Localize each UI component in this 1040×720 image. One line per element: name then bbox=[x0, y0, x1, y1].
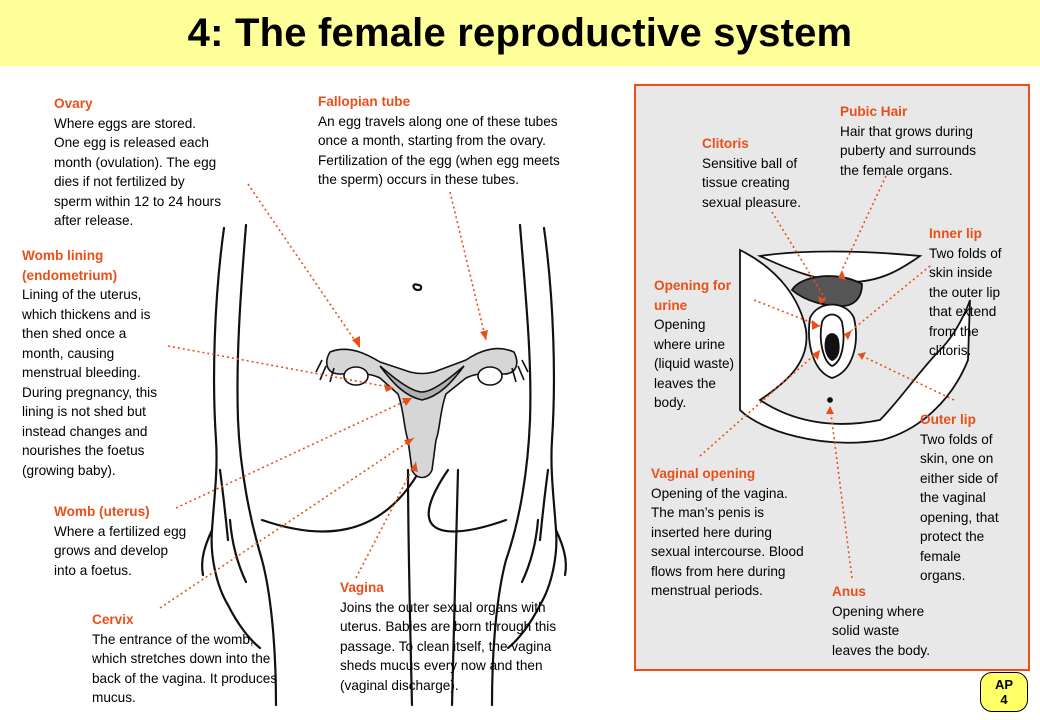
label-womb: Womb (uterus) Where a fertilized egg gro… bbox=[54, 502, 224, 580]
womb-heading: Womb (uterus) bbox=[54, 504, 150, 519]
vagina-description: Joins the outer sexual organs with uteru… bbox=[340, 599, 557, 693]
label-urine-opening: Opening for urine Opening where urine (l… bbox=[654, 276, 764, 413]
inner-lip-description: Two folds of skin inside the outer lip t… bbox=[929, 245, 1002, 359]
ap-badge: AP 4 bbox=[980, 672, 1028, 712]
fallopian-heading: Fallopian tube bbox=[318, 94, 411, 109]
label-womb-lining: Womb lining (endometrium) Lining of the … bbox=[22, 246, 192, 480]
clitoris-heading: Clitoris bbox=[702, 136, 749, 151]
badge-line-1: AP bbox=[994, 677, 1014, 692]
label-cervix: Cervix The entrance of the womb, which s… bbox=[92, 610, 322, 708]
womb-description: Where a fertilized egg grows and develop… bbox=[54, 523, 187, 578]
pubic-hair-description: Hair that grows during puberty and surro… bbox=[840, 123, 977, 178]
womb-lining-heading: Womb lining (endometrium) bbox=[22, 248, 118, 283]
urine-opening-description: Opening where urine (liquid waste) leave… bbox=[654, 317, 735, 410]
ovary-heading: Ovary bbox=[54, 96, 93, 111]
vaginal-opening-heading: Vaginal opening bbox=[651, 466, 756, 481]
label-outer-lip: Outer lip Two folds of skin, one on eith… bbox=[920, 410, 1024, 586]
urine-opening-heading: Opening for urine bbox=[654, 278, 732, 313]
label-clitoris: Clitoris Sensitive ball of tissue creati… bbox=[702, 134, 842, 212]
cervix-heading: Cervix bbox=[92, 612, 134, 627]
label-fallopian-tube: Fallopian tube An egg travels along one … bbox=[318, 92, 598, 190]
ovary-description: Where eggs are stored. One egg is releas… bbox=[54, 115, 221, 229]
outer-lip-heading: Outer lip bbox=[920, 412, 976, 427]
cervix-description: The entrance of the womb, which stretche… bbox=[92, 631, 278, 706]
label-anus: Anus Opening where solid waste leaves th… bbox=[832, 582, 962, 660]
inner-lip-heading: Inner lip bbox=[929, 226, 982, 241]
uterus-drawing bbox=[315, 347, 529, 479]
vaginal-opening-description: Opening of the vagina. The man’s penis i… bbox=[651, 485, 804, 599]
body-outline-drawing bbox=[201, 223, 567, 707]
label-ovary: Ovary Where eggs are stored. One egg is … bbox=[54, 94, 254, 231]
badge-line-2: 4 bbox=[1000, 692, 1008, 707]
label-pubic-hair: Pubic Hair Hair that grows during pubert… bbox=[840, 102, 1020, 180]
outer-lip-description: Two folds of skin, one on either side of… bbox=[920, 431, 999, 584]
womb-lining-description: Lining of the uterus, which thickens and… bbox=[22, 287, 158, 478]
vagina-heading: Vagina bbox=[340, 580, 384, 595]
label-inner-lip: Inner lip Two folds of skin inside the o… bbox=[929, 224, 1024, 361]
label-vaginal-opening: Vaginal opening Opening of the vagina. T… bbox=[651, 464, 851, 601]
anus-heading: Anus bbox=[832, 584, 866, 599]
leader-lines bbox=[159, 175, 955, 609]
label-vagina: Vagina Joins the outer sexual organs wit… bbox=[340, 578, 610, 695]
vulva-drawing bbox=[739, 248, 971, 444]
external-anatomy-panel bbox=[634, 84, 1030, 671]
pubic-hair-heading: Pubic Hair bbox=[840, 104, 908, 119]
anus-description: Opening where solid waste leaves the bod… bbox=[832, 603, 930, 658]
clitoris-description: Sensitive ball of tissue creating sexual… bbox=[702, 155, 801, 210]
leader-arrowheads bbox=[352, 270, 866, 472]
fallopian-description: An egg travels along one of these tubes … bbox=[318, 113, 560, 188]
page-title: 4: The female reproductive system bbox=[187, 10, 853, 55]
title-bar: 4: The female reproductive system bbox=[0, 0, 1040, 66]
